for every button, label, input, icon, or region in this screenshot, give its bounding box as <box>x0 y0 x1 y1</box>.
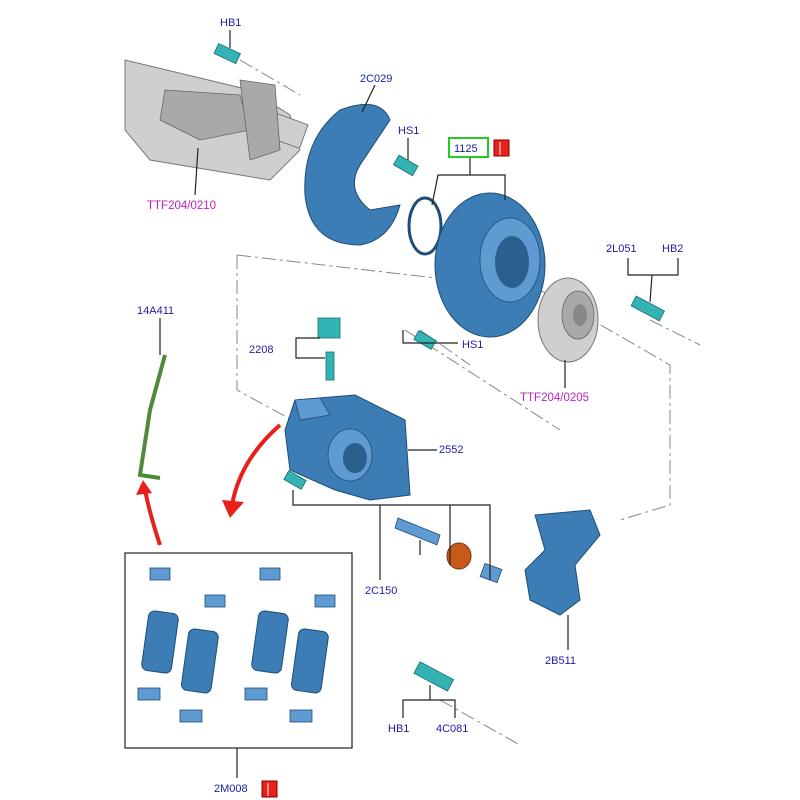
label-2c029[interactable]: 2C029 <box>360 73 392 85</box>
label-2552[interactable]: 2552 <box>439 444 463 456</box>
brake-caliper <box>284 394 411 501</box>
label-1125[interactable]: 1125 <box>454 143 478 155</box>
label-2l051[interactable]: 2L051 <box>606 243 637 255</box>
label-ttf204-0210[interactable]: TTF204/0210 <box>147 200 216 212</box>
label-14a411[interactable]: 14A411 <box>137 305 174 317</box>
red-arrow-icon <box>230 423 282 506</box>
guide-pin-kit <box>394 517 503 584</box>
pad-kit-box <box>124 552 353 749</box>
label-2m008[interactable]: 2M008 <box>214 783 248 795</box>
caliper-bracket <box>524 509 601 616</box>
label-hb2[interactable]: HB2 <box>662 243 683 255</box>
label-hs1-top[interactable]: HS1 <box>398 125 419 137</box>
wear-sensor <box>137 354 167 480</box>
label-2b511[interactable]: 2B511 <box>545 655 576 667</box>
label-hb1-bottom[interactable]: HB1 <box>388 723 409 735</box>
wheel-hub <box>537 277 599 363</box>
highlight-box <box>448 137 489 158</box>
label-2c150[interactable]: 2C150 <box>365 585 397 597</box>
label-ttf204-0205[interactable]: TTF204/0205 <box>520 392 589 404</box>
label-2208[interactable]: 2208 <box>249 344 273 356</box>
leader-lines <box>159 30 679 778</box>
label-4c081[interactable]: 4C081 <box>436 723 468 735</box>
book-icon[interactable] <box>493 139 510 157</box>
backing-plate <box>304 103 401 246</box>
book-icon[interactable] <box>261 780 278 798</box>
axle-assembly <box>124 59 309 181</box>
red-arrow-icon <box>143 489 162 546</box>
label-hs1-bottom[interactable]: HS1 <box>462 339 483 351</box>
fasteners <box>213 42 666 692</box>
label-hb1-top[interactable]: HB1 <box>220 17 241 29</box>
brake-disc <box>434 192 546 338</box>
abs-ring <box>407 196 443 256</box>
